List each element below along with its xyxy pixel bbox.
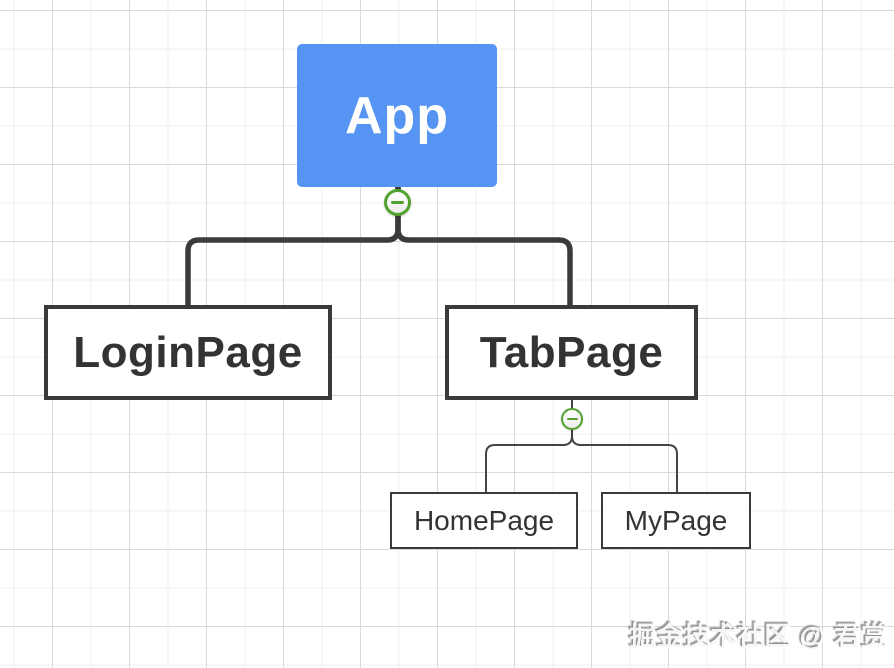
- node-app[interactable]: App: [297, 44, 497, 187]
- watermark: 掘金技术社区 @ 君赏: [629, 621, 888, 651]
- node-mypage[interactable]: MyPage: [601, 492, 751, 549]
- edge-app-loginpage: [185, 187, 401, 306]
- edge-tabpage-mypage: [571, 400, 678, 492]
- node-tabpage[interactable]: TabPage: [445, 305, 698, 400]
- node-tabpage-label: TabPage: [479, 327, 664, 377]
- node-loginpage-label: LoginPage: [73, 327, 303, 377]
- minus-icon: [391, 201, 404, 204]
- node-homepage[interactable]: HomePage: [390, 492, 578, 549]
- minus-icon: [566, 417, 578, 421]
- node-homepage-label: HomePage: [413, 504, 555, 536]
- collapse-button-tabpage[interactable]: [561, 408, 583, 430]
- node-loginpage[interactable]: LoginPage: [44, 305, 332, 400]
- edge-tabpage-homepage: [485, 400, 573, 492]
- node-mypage-label: MyPage: [624, 504, 728, 536]
- node-app-label: App: [344, 86, 450, 145]
- edge-app-tabpage: [395, 187, 573, 306]
- collapse-button-app[interactable]: [384, 189, 411, 216]
